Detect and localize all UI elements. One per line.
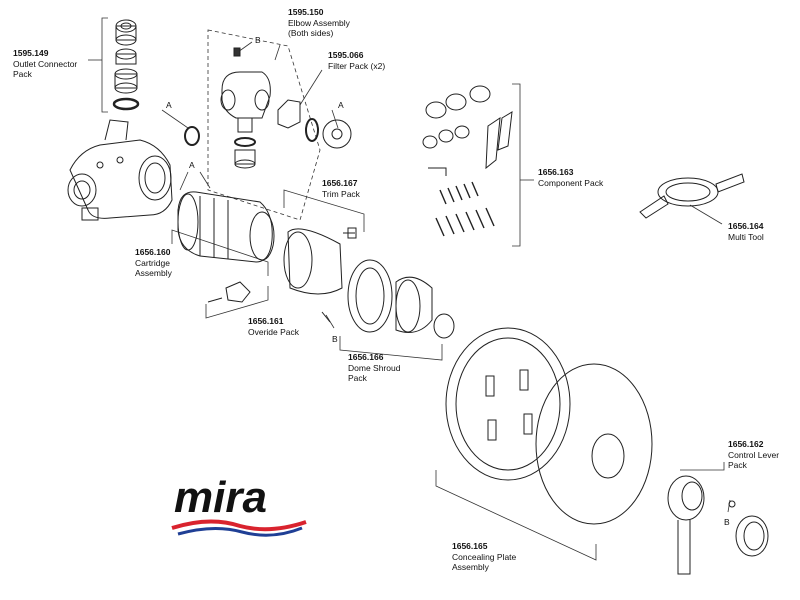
callout-b: B	[332, 334, 338, 344]
multi-tool-parts	[639, 173, 745, 219]
callout-a: A	[166, 100, 172, 110]
mira-logo: mira	[170, 470, 310, 540]
label-control-lever: 1656.162 Control Lever Pack	[728, 439, 780, 470]
label-override-pack: 1656.161 Overide Pack	[248, 316, 300, 337]
label-filter-pack: 1595.066 Filter Pack (x2)	[328, 50, 386, 71]
label-dome-shroud: 1656.166 Dome Shroud Pack	[348, 352, 401, 383]
control-lever-parts	[667, 475, 769, 575]
concealing-plate-parts	[445, 327, 653, 525]
label-elbow-assembly: 1595.150 Elbow Assembly (Both sides)	[288, 7, 350, 38]
callout-b: B	[255, 35, 261, 45]
component-pack-parts	[422, 85, 513, 237]
trim-and-shroud	[283, 228, 455, 339]
outlet-connector-parts	[112, 19, 140, 111]
callout-a: A	[338, 100, 344, 110]
label-trim-pack: 1656.167 Trim Pack	[322, 178, 360, 199]
override-parts	[207, 281, 251, 303]
label-multi-tool: 1656.164 Multi Tool	[728, 221, 764, 242]
elbow-assembly-parts	[184, 47, 352, 169]
label-outlet-connector: 1595.149 Outlet Connector Pack	[13, 48, 78, 79]
leader-lines	[88, 17, 731, 561]
callout-b: B	[724, 517, 730, 527]
valve-body	[67, 119, 173, 221]
label-concealing-plate: 1656.165 Concealing Plate Assembly	[452, 541, 517, 572]
label-component-pack: 1656.163 Component Pack	[538, 167, 604, 188]
label-cartridge-assembly: 1656.160 Cartridge Assembly	[135, 247, 172, 278]
cartridge-parts	[177, 191, 357, 263]
callout-a: A	[189, 160, 195, 170]
logo-wordmark: mira	[174, 473, 267, 522]
